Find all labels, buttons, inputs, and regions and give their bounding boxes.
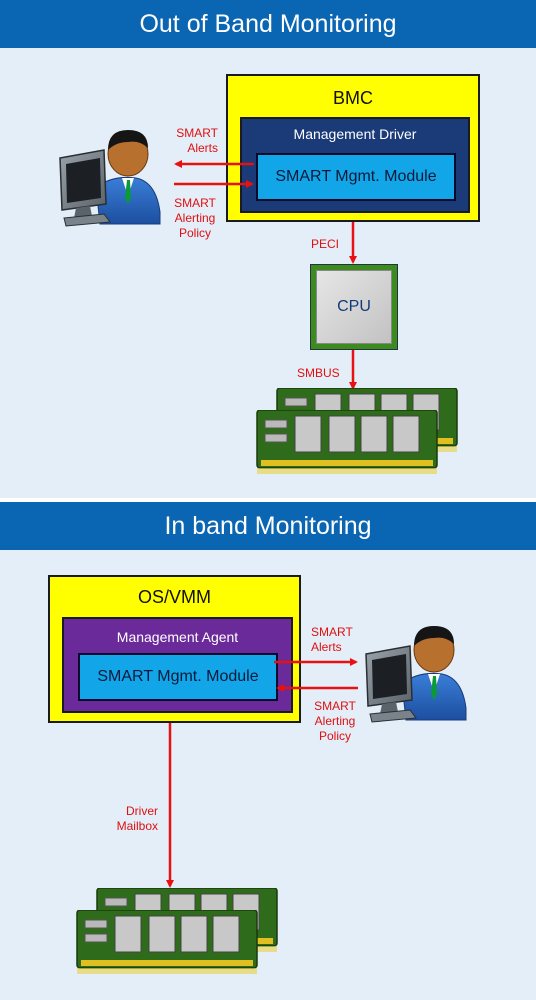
cpu-label: CPU <box>316 270 392 344</box>
header-out-of-band: Out of Band Monitoring <box>0 0 536 48</box>
smart-policy-label-2: SMART Alerting Policy <box>314 699 356 743</box>
admin-user-icon <box>59 129 161 227</box>
management-driver-label: Management Driver <box>293 126 417 142</box>
os-vmm-title: OS/VMM <box>137 587 211 607</box>
management-agent-label: Management Agent <box>116 629 239 645</box>
cpu-chip-icon: CPU <box>310 264 398 350</box>
smart-alerts-label-2: SMART Alerts <box>311 625 353 654</box>
smart-mgmt-module-bmc: SMART Mgmt. Module <box>256 153 456 201</box>
smart-alerts-label-1: SMART Alerts <box>176 126 218 155</box>
management-driver-box: Management Driver SMART Mgmt. Module <box>240 117 470 213</box>
peci-label: PECI <box>311 237 340 251</box>
section-divider <box>0 498 536 502</box>
memory-dimm-icon <box>76 910 258 975</box>
bmc-title: BMC <box>333 88 373 108</box>
os-vmm-box: OS/VMM Management Agent SMART Mgmt. Modu… <box>48 575 301 723</box>
memory-dimm-icon <box>256 410 438 475</box>
driver-mailbox-label: Driver Mailbox <box>116 804 158 833</box>
smart-mgmt-module-os: SMART Mgmt. Module <box>78 653 278 701</box>
admin-user-icon <box>365 625 467 723</box>
smart-policy-label-1: SMART Alerting Policy <box>174 196 216 240</box>
bmc-box: BMC Management Driver SMART Mgmt. Module <box>226 74 480 222</box>
smbus-label: SMBUS <box>297 366 340 380</box>
header-in-band: In band Monitoring <box>0 502 536 550</box>
management-agent-box: Management Agent SMART Mgmt. Module <box>62 617 293 713</box>
